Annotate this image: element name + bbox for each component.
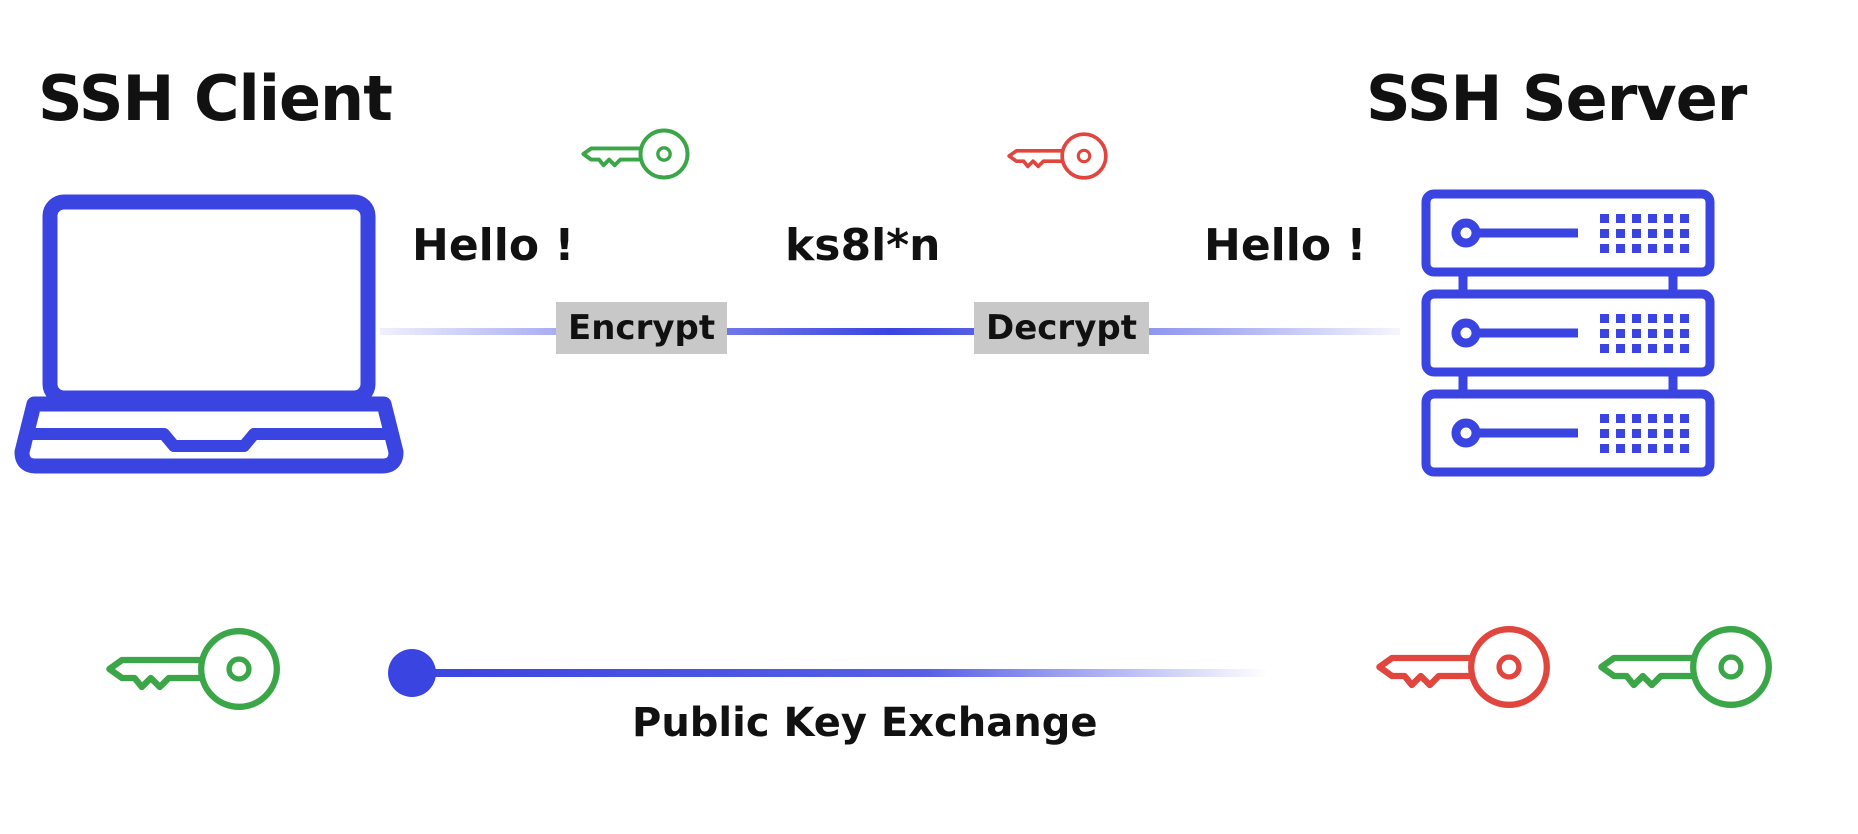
server-status-dot: [1664, 414, 1673, 423]
server-status-dot: [1648, 429, 1657, 438]
server-status-dot: [1616, 314, 1625, 323]
server-status-dot: [1600, 214, 1609, 223]
server-status-dot: [1632, 229, 1641, 238]
public-key-exchange-line: [388, 649, 1268, 697]
server-status-dot: [1600, 444, 1609, 453]
server-status-dot: [1600, 329, 1609, 338]
encrypted-channel-line: [380, 328, 1400, 335]
server-status-dot: [1648, 329, 1657, 338]
ciphertext: ks8l*n: [785, 220, 941, 271]
server-status-dot: [1616, 329, 1625, 338]
server-status-dot: [1648, 344, 1657, 353]
server-status-dot: [1632, 244, 1641, 253]
server-status-dot: [1600, 429, 1609, 438]
server-status-dot: [1648, 214, 1657, 223]
server-red-key-icon: [1374, 622, 1554, 712]
server-status-dot: [1616, 214, 1625, 223]
server-status-dot: [1616, 229, 1625, 238]
server-status-dot: [1632, 444, 1641, 453]
server-status-dot: [1664, 244, 1673, 253]
encrypt-label: Encrypt: [556, 302, 728, 354]
server-green-key-icon: [1596, 622, 1776, 712]
server-status-dot: [1632, 314, 1641, 323]
server-status-dot: [1648, 444, 1657, 453]
server-status-dot: [1632, 414, 1641, 423]
server-status-dot: [1664, 229, 1673, 238]
server-status-dot: [1664, 444, 1673, 453]
server-status-dot: [1632, 429, 1641, 438]
server-status-dot: [1600, 314, 1609, 323]
server-status-dot: [1648, 414, 1657, 423]
server-status-dot: [1616, 344, 1625, 353]
green-key-icon: [580, 126, 692, 182]
server-status-dot: [1680, 214, 1689, 223]
plaintext-client: Hello !: [412, 220, 575, 271]
server-status-dot: [1664, 314, 1673, 323]
server-status-dot: [1680, 229, 1689, 238]
public-key-exchange-caption: Public Key Exchange: [632, 700, 1098, 746]
server-status-dot: [1680, 329, 1689, 338]
server-status-dot: [1680, 244, 1689, 253]
server-status-dot: [1616, 429, 1625, 438]
server-status-dot: [1648, 314, 1657, 323]
server-status-dot: [1680, 414, 1689, 423]
decrypt-label: Decrypt: [974, 302, 1149, 354]
server-status-dot: [1680, 314, 1689, 323]
server-status-dot: [1600, 414, 1609, 423]
server-status-dot: [1680, 429, 1689, 438]
server-status-dot: [1648, 244, 1657, 253]
laptop-icon: [14, 194, 404, 474]
server-status-dot: [1600, 244, 1609, 253]
client-green-key-icon: [104, 624, 284, 714]
server-title: SSH Server: [1366, 62, 1747, 135]
server-status-dot: [1632, 344, 1641, 353]
server-status-dot: [1680, 344, 1689, 353]
server-status-dot: [1632, 329, 1641, 338]
server-rack-icon: [1421, 189, 1715, 477]
server-status-dot: [1664, 344, 1673, 353]
server-status-dot: [1632, 214, 1641, 223]
server-status-dot: [1600, 344, 1609, 353]
server-status-dot: [1664, 214, 1673, 223]
server-status-dot: [1616, 444, 1625, 453]
server-status-dot: [1648, 229, 1657, 238]
plaintext-server: Hello !: [1204, 220, 1367, 271]
server-status-dot: [1616, 414, 1625, 423]
server-status-dot: [1616, 244, 1625, 253]
server-status-dot: [1600, 229, 1609, 238]
client-title: SSH Client: [38, 62, 393, 135]
red-key-icon: [1006, 130, 1110, 182]
server-status-dot: [1664, 329, 1673, 338]
server-status-dot: [1664, 429, 1673, 438]
server-status-dot: [1680, 444, 1689, 453]
